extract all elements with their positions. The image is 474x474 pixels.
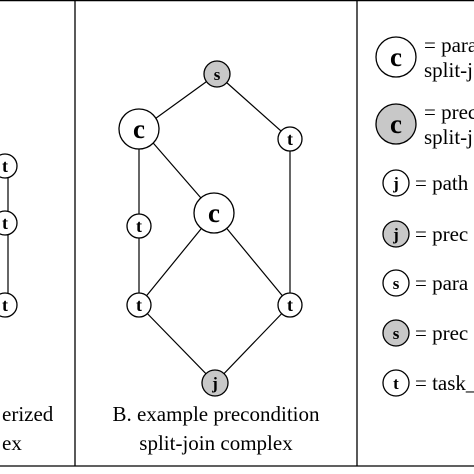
left-node-t-3: t	[0, 292, 18, 318]
legend-text-line2: split-j	[424, 125, 473, 149]
node-label: t	[136, 216, 142, 236]
node-c2: c	[193, 192, 235, 234]
node-label: t	[2, 156, 8, 176]
node-label: t	[287, 295, 293, 315]
left-panel: t t t erized ex	[0, 153, 54, 455]
middle-caption-line2: split-join complex	[139, 431, 293, 455]
node-circle	[193, 192, 235, 234]
left-node-t-1: t	[0, 153, 18, 179]
node-label: t	[2, 295, 8, 315]
node-circle	[203, 60, 231, 88]
node-t-bottom-left: t	[126, 292, 152, 318]
legend-text-line1: = prec	[424, 100, 474, 124]
node-circle	[0, 292, 18, 318]
legend-item-s-shaded: s = prec	[382, 319, 468, 347]
legend-symbol	[382, 169, 410, 197]
node-circle	[126, 213, 152, 239]
node-circle	[126, 292, 152, 318]
legend-symbol-label: j	[392, 225, 399, 244]
node-circle	[118, 108, 160, 150]
legend-text-line1: = para	[415, 271, 469, 295]
legend-item-c-shaded: c = prec split-j	[375, 100, 474, 149]
edge-s-t-right-top	[216, 73, 291, 140]
legend-text-line1: = task_	[415, 371, 474, 395]
node-t-bottom-right: t	[277, 292, 303, 318]
legend-symbol	[375, 103, 417, 145]
legend-symbol-label: c	[390, 109, 402, 139]
node-circle	[0, 153, 18, 179]
legend-symbol	[375, 36, 417, 78]
legend-symbol	[382, 319, 410, 347]
left-caption-line1: erized	[2, 402, 54, 426]
edge-t-bottom-left-j	[138, 304, 216, 384]
legend-text-line2: split-j	[424, 58, 473, 82]
legend-text-line1: = prec	[415, 321, 468, 345]
node-circle	[277, 292, 303, 318]
middle-caption-line1: B. example precondition	[112, 402, 320, 426]
legend-text-line1: = para	[424, 33, 474, 57]
legend-item-s-plain: s = para	[382, 269, 469, 297]
middle-panel: s c t t c t t j B. example pr	[112, 60, 320, 455]
legend-item-j-plain: j = path	[382, 169, 469, 197]
edge-t-bottom-right-j	[214, 304, 291, 384]
legend-symbol	[382, 220, 410, 248]
legend-text-line1: = prec	[415, 222, 468, 246]
node-t-right-top: t	[277, 126, 303, 152]
node-label: j	[211, 374, 218, 393]
node-label: t	[136, 295, 142, 315]
node-circle	[0, 210, 18, 236]
legend-symbol-label: j	[392, 174, 399, 193]
node-label: s	[214, 65, 221, 84]
node-circle	[277, 126, 303, 152]
left-node-t-2: t	[0, 210, 18, 236]
node-label: t	[2, 213, 8, 233]
legend-symbol-label: t	[393, 374, 399, 393]
node-c1: c	[118, 108, 160, 150]
node-label: c	[133, 114, 145, 144]
legend-panel: c = para split-j c = prec split-j j = pa…	[375, 33, 474, 397]
node-t-left-mid: t	[126, 213, 152, 239]
legend-symbol	[382, 269, 410, 297]
legend-item-c-plain: c = para split-j	[375, 33, 474, 82]
legend-text-line1: = path	[415, 171, 469, 195]
legend-item-j-shaded: j = prec	[382, 220, 468, 248]
node-j: j	[201, 369, 229, 397]
legend-symbol	[382, 369, 410, 397]
legend-symbol-label: s	[393, 324, 400, 343]
legend-item-t-plain: t = task_	[382, 369, 474, 397]
left-caption-line2: ex	[2, 431, 22, 455]
node-label: c	[208, 198, 220, 228]
legend-symbol-label: s	[393, 274, 400, 293]
node-circle	[201, 369, 229, 397]
node-label: t	[287, 129, 293, 149]
node-s: s	[203, 60, 231, 88]
legend-symbol-label: c	[390, 42, 402, 72]
